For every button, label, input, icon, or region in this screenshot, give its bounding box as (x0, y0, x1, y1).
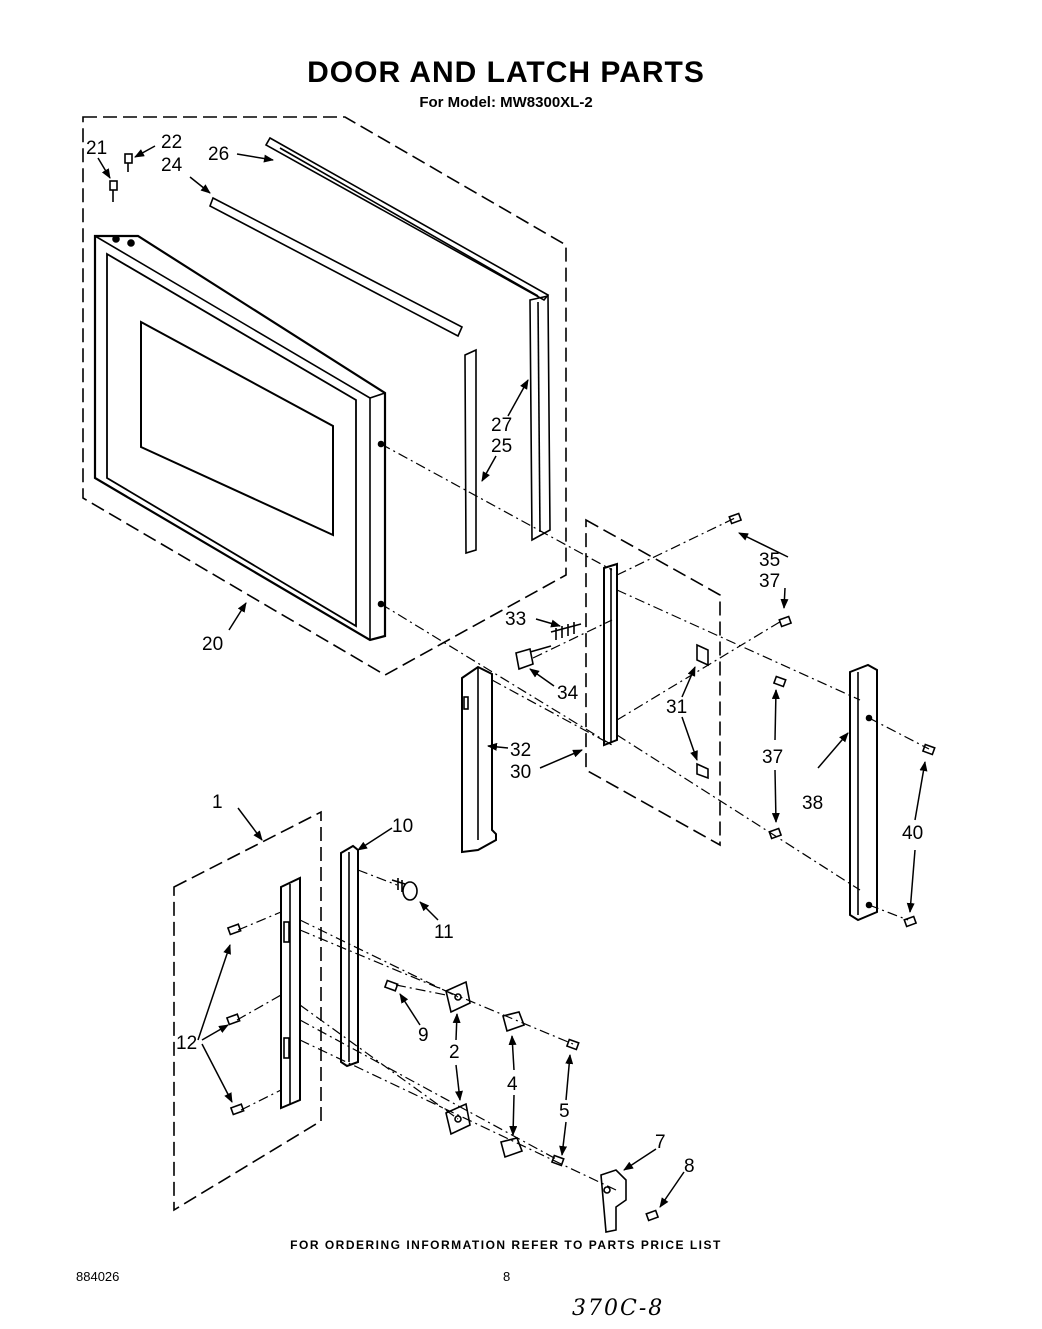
gasket-27 (529, 295, 551, 542)
callout-37-upper: 37 (759, 571, 780, 592)
strip-24 (209, 196, 464, 338)
handle-32 (461, 665, 497, 854)
screw-8 (645, 1209, 660, 1222)
callout-25: 25 (491, 436, 512, 457)
callout-33: 33 (505, 609, 526, 630)
callout-10: 10 (392, 816, 413, 837)
callout-7: 7 (655, 1132, 666, 1153)
callout-2: 2 (449, 1042, 460, 1063)
spacer-4-upper (502, 1011, 526, 1033)
latch-31-upper (696, 643, 709, 667)
callout-35: 35 (759, 550, 780, 571)
switch-7 (600, 1169, 627, 1233)
page-title: DOOR AND LATCH PARTS (307, 56, 705, 89)
bracket-10 (340, 844, 359, 1068)
screw-40-lower (903, 915, 918, 928)
page-number: 8 (503, 1269, 511, 1284)
screw-12-upper (226, 923, 242, 936)
button-34 (515, 647, 534, 671)
door-assembly-group (82, 116, 613, 746)
screw-40-upper (921, 743, 936, 756)
callout-8: 8 (684, 1156, 695, 1177)
roller-11 (391, 878, 406, 892)
screw-37-mid (772, 675, 787, 688)
screw-12-mid (225, 1013, 241, 1026)
door-boundary (82, 116, 567, 676)
screw-5-upper (565, 1038, 580, 1051)
strip-25 (464, 348, 477, 555)
spring-33 (550, 622, 582, 640)
callout-5: 5 (559, 1101, 570, 1122)
callout-9: 9 (418, 1025, 429, 1046)
callout-30: 30 (510, 762, 531, 783)
callout-12: 12 (176, 1033, 197, 1054)
callout-34: 34 (557, 683, 579, 704)
door-window (140, 320, 334, 537)
callout-26: 26 (208, 144, 229, 165)
hinge-boundary (173, 810, 322, 1212)
screw-9 (383, 979, 399, 992)
callout-32: 32 (510, 740, 531, 761)
latch-assembly-group (461, 512, 936, 928)
screw-35 (728, 512, 743, 525)
door-frame (93, 234, 387, 642)
latch-plate-30 (603, 562, 618, 747)
spacer-4-lower (500, 1137, 524, 1159)
model-subtitle: For Model: MW8300XL-2 (419, 94, 593, 111)
gasket-26 (264, 136, 550, 302)
callout-27: 27 (491, 415, 512, 436)
hinge-assembly-group (173, 810, 660, 1233)
callout-21: 21 (86, 138, 107, 159)
callout-20: 20 (202, 634, 223, 655)
screw-22 (124, 153, 133, 172)
callout-38: 38 (802, 793, 823, 814)
ordering-note: FOR ORDERING INFORMATION REFER TO PARTS … (290, 1238, 722, 1252)
callout-24: 24 (161, 155, 183, 176)
screw-12-lower (229, 1103, 245, 1116)
handle-bar-38 (849, 663, 878, 922)
hinge-plate (280, 876, 301, 1110)
callout-1: 1 (212, 792, 223, 813)
document-number: 884026 (76, 1269, 120, 1284)
callout-37-lower: 37 (762, 747, 783, 768)
latch-31-lower (696, 762, 709, 780)
handwritten-note: 370C-8 (572, 1296, 665, 1321)
callout-11: 11 (434, 922, 454, 943)
callout-31: 31 (666, 697, 687, 718)
callout-4: 4 (507, 1074, 518, 1095)
screw-37-upper (778, 615, 793, 628)
callout-22: 22 (161, 132, 182, 153)
callout-40: 40 (902, 823, 923, 844)
screw-21 (109, 180, 118, 202)
latch-boundary (585, 518, 721, 847)
